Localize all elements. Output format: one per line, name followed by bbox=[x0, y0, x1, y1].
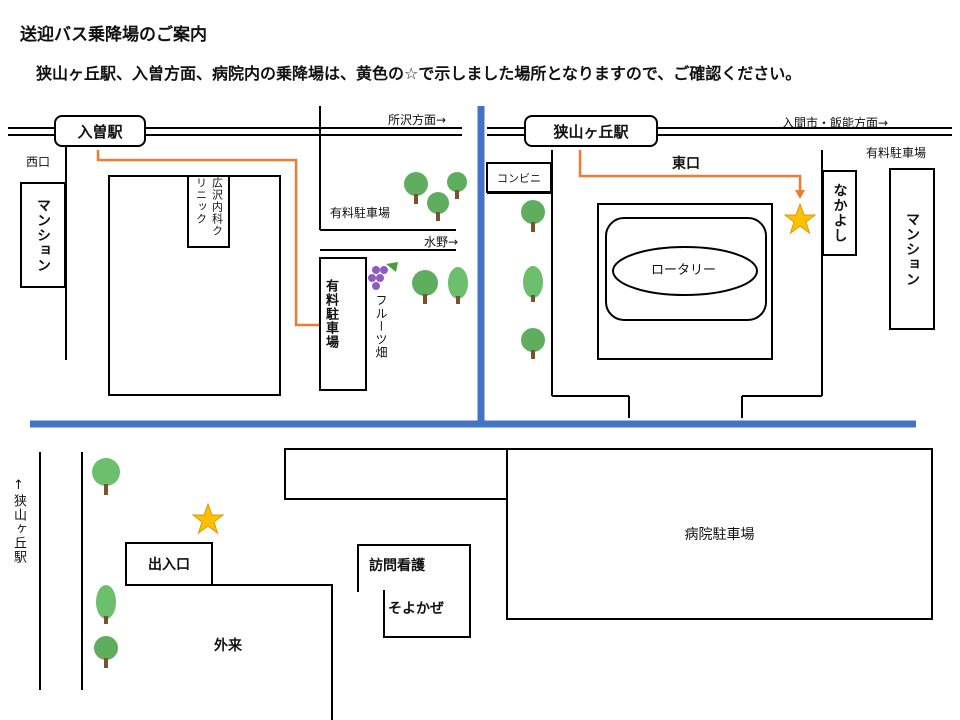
label-west-exit: 西口 bbox=[26, 155, 51, 169]
building-visiting-nurse-b bbox=[383, 590, 471, 638]
station-sayamagaoka: 狭山ヶ丘駅 bbox=[524, 115, 658, 147]
label-direction-mizuno: 水野→ bbox=[424, 235, 459, 249]
grapes-icon bbox=[368, 262, 398, 290]
building-convenience: コンビニ bbox=[486, 162, 552, 193]
label-mansion-left: マンション bbox=[35, 197, 51, 273]
label-fruit-farm: フルーツ畑 bbox=[374, 294, 388, 359]
label-direction-tokorozawa: 所沢方面→ bbox=[388, 113, 447, 127]
label-convenience: コンビニ bbox=[497, 171, 541, 185]
label-visiting-nurse-2: そよかぜ bbox=[388, 601, 444, 617]
paid-parking-stop: 有料駐車場 bbox=[319, 257, 367, 391]
route-sayama bbox=[578, 150, 802, 192]
label-paid-parking-stop: 有料駐車場 bbox=[323, 279, 338, 349]
building-entrance: 出入口 bbox=[125, 542, 213, 586]
building-nakayoshi: なかよし bbox=[822, 170, 857, 256]
pickup-star-sayama bbox=[783, 202, 817, 235]
label-east-exit: 東口 bbox=[672, 156, 700, 172]
label-hospital-parking: 病院駐車場 bbox=[684, 527, 755, 543]
building-hospital-parking: 病院駐車場 bbox=[506, 448, 933, 620]
tree-icon bbox=[447, 172, 467, 199]
label-paid-parking-top: 有料駐車場 bbox=[330, 206, 391, 220]
tree-icon bbox=[92, 458, 120, 495]
tree-icon bbox=[404, 172, 428, 204]
route-sayama-arrow bbox=[795, 190, 805, 199]
building-mansion-left: マンション bbox=[20, 182, 66, 288]
label-direction-iruma: 入間市・飯能方面→ bbox=[782, 116, 889, 130]
rotary-inner bbox=[605, 217, 767, 321]
label-rotary: ロータリー bbox=[651, 263, 717, 278]
page-subtitle: 狭山ヶ丘駅、入曽方面、病院内の乗降場は、黄色の☆で示しました場所となりますので、… bbox=[36, 64, 802, 83]
building-clinic: 広沢内科クリニック bbox=[187, 175, 230, 248]
building-upper-long bbox=[284, 448, 508, 500]
rotary-ellipse bbox=[612, 246, 758, 296]
label-paid-parking-right: 有料駐車場 bbox=[866, 146, 927, 160]
label-nakayoshi: なかよし bbox=[831, 183, 848, 243]
pickup-star-hospital bbox=[191, 502, 225, 535]
label-entrance: 出入口 bbox=[148, 557, 190, 573]
rotary-outer bbox=[597, 203, 773, 360]
tree-icon bbox=[412, 270, 438, 304]
tree-icon bbox=[521, 328, 545, 359]
tree-icon bbox=[427, 192, 449, 221]
tree-icon bbox=[96, 585, 116, 624]
tree-icon bbox=[523, 266, 543, 302]
tree-icon bbox=[94, 636, 118, 668]
building-visiting-nurse-a bbox=[357, 544, 471, 592]
tree-icon bbox=[448, 267, 468, 304]
station-iriso: 入曽駅 bbox=[54, 115, 146, 147]
label-direction-sayama: ↑狭山ヶ丘駅 bbox=[11, 478, 26, 564]
building-mansion-right: マンション bbox=[889, 168, 935, 330]
building-outpatient: 外来 bbox=[125, 584, 333, 720]
label-clinic: 広沢内科クリニック bbox=[194, 177, 224, 237]
label-mansion-right: マンション bbox=[904, 211, 920, 287]
label-outpatient: 外来 bbox=[214, 638, 242, 654]
tree-icon bbox=[521, 200, 545, 232]
label-visiting-nurse-1: 訪問看護 bbox=[369, 558, 425, 574]
page-title: 送迎バス乗降場のご案内 bbox=[20, 25, 207, 45]
route-iriso bbox=[96, 150, 330, 327]
